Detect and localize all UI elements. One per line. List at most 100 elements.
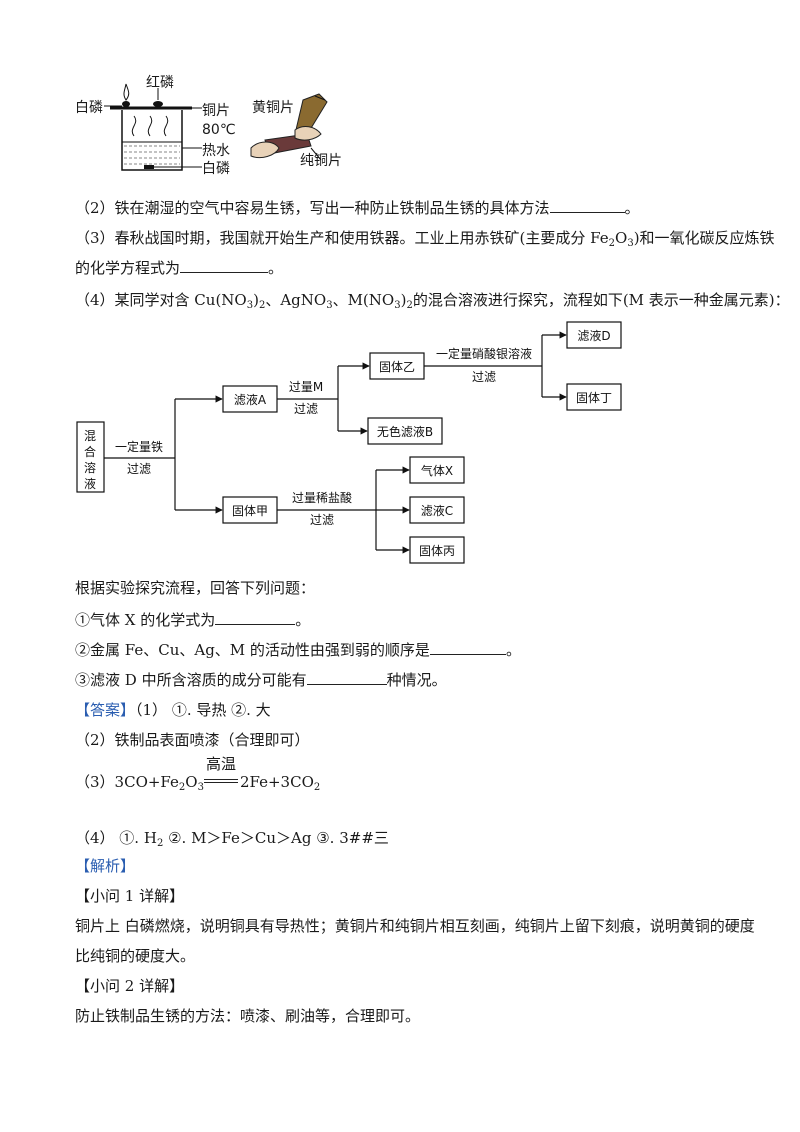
answer-blank-q4-i[interactable] — [215, 610, 296, 625]
q3-end: 。 — [268, 259, 284, 277]
q4-iii-end: 种情况。 — [386, 671, 447, 689]
filtrate-c-label: 滤液C — [421, 503, 453, 518]
scratch-test-figure — [250, 93, 328, 161]
box-solid-bing — [409, 536, 465, 564]
analysis-sub1-line1: 铜片上 白磷燃烧，说明铜具有导热性；黄铜片和纯铜片相互刻画，纯铜片上留下刻痕，说… — [75, 916, 755, 936]
label-white-phosphorus-bottom: 白磷 — [202, 161, 230, 177]
filtrate-d-label: 滤液D — [577, 328, 610, 343]
q4-sub-3b: 3 — [326, 300, 333, 311]
answer-1: （1） ①. 导热 ②. 大 — [135, 701, 271, 719]
step3-reagent: 一定量硝酸银溶液 — [436, 346, 532, 361]
answer-blank-q2[interactable] — [549, 198, 625, 213]
q3-sub-3: 3 — [627, 238, 634, 249]
mix-char-3: 溶 — [84, 460, 96, 475]
gas-x-label: 气体X — [421, 463, 453, 478]
box-gas-x — [409, 456, 465, 484]
equation-right: 2Fe+3CO — [239, 773, 314, 791]
label-red-phosphorus: 红磷 — [146, 75, 174, 91]
q3-text-a: （3）春秋战国时期，我国就开始生产和使用铁器。工业上用赤铁矿(主要成分 Fe — [75, 229, 609, 247]
step2-operation: 过滤 — [294, 402, 318, 416]
analysis-sub1-line2: 比纯铜的硬度大。 — [75, 946, 195, 966]
box-solid-ding — [566, 383, 622, 411]
box-filtrate-c — [409, 496, 465, 524]
answer-tag: 【答案】 — [75, 701, 136, 719]
q3-text-c: )和一氧化碳反应炼铁 — [633, 229, 775, 247]
answer-4-sub: 2 — [156, 838, 164, 849]
q4-i-end: 。 — [295, 611, 311, 629]
q4-intro-e: ) — [400, 291, 407, 309]
filtrate-a-label: 滤液A — [234, 392, 267, 407]
box-mixed-solution — [76, 421, 105, 493]
solid-yi-label: 固体乙 — [379, 360, 415, 374]
q3-sub-2: 2 — [608, 238, 616, 249]
sub2-title: 【小问 2 详解】 — [75, 977, 185, 995]
sub2-line1: 防止铁制品生锈的方法：喷漆、刷油等，合理即可。 — [75, 1007, 421, 1025]
q4-iii-text: ③滤液 D 中所含溶质的成分可能有 — [75, 671, 307, 689]
question-3-line2: 的化学方程式为 。 — [75, 258, 283, 278]
equation-sub-co2: 2 — [313, 782, 321, 793]
question-2-end: 。 — [624, 199, 640, 217]
label-hot-water: 热水 — [202, 143, 230, 159]
step2-reagent: 过量M — [289, 380, 323, 394]
mix-char-4: 液 — [84, 476, 96, 491]
equation-o: O — [185, 773, 198, 791]
analysis-sub2-line1: 防止铁制品生锈的方法：喷漆、刷油等，合理即可。 — [75, 1006, 420, 1026]
equation-sub-o3: 3 — [197, 782, 204, 793]
answer-line-1: 【答案】（1） ①. 导热 ②. 大 — [75, 700, 271, 720]
answer-blank-q3[interactable] — [180, 258, 269, 273]
step4-operation: 过滤 — [310, 513, 334, 527]
step4-reagent: 过量稀盐酸 — [292, 490, 352, 505]
box-filtrate-d — [566, 321, 622, 349]
analysis-sub1-title: 【小问 1 详解】 — [75, 886, 184, 906]
answer-3-prefix: （3） — [75, 773, 115, 791]
sub1-line2: 比纯铜的硬度大。 — [75, 947, 196, 965]
q4-sub-3a: 3 — [246, 300, 254, 311]
q4-sub-2a: 2 — [258, 300, 266, 311]
combustion-apparatus-figure — [104, 83, 202, 171]
step3-operation: 过滤 — [472, 370, 496, 384]
analysis-tag-text: 【解析】 — [75, 857, 136, 875]
mix-char-2: 合 — [84, 444, 96, 459]
label-pure-copper-sheet: 纯铜片 — [300, 153, 342, 169]
label-temperature: 80℃ — [202, 122, 236, 138]
q4-i-text: ①气体 X 的化学式为 — [75, 611, 216, 629]
analysis-sub2-title: 【小问 2 详解】 — [75, 976, 184, 996]
label-copper-sheet: 铜片 — [202, 103, 230, 119]
question-2: （2）铁在潮湿的空气中容易生锈，写出一种防止铁制品生锈的具体方法。 — [75, 198, 640, 218]
question-4-iii: ③滤液 D 中所含溶质的成分可能有 种情况。 — [75, 670, 447, 690]
mix-char-1: 混 — [84, 429, 96, 443]
solid-ding-label: 固体丁 — [576, 391, 612, 405]
label-white-phosphorus-left: 白磷 — [75, 100, 103, 116]
sub1-line1: 铜片上 白磷燃烧，说明铜具有导热性；黄铜片和纯铜片相互刻画，纯铜片上留下刻痕，说… — [75, 917, 755, 935]
question-4-ii: ②金属 Fe、Cu、Ag、M 的活动性由强到弱的顺序是。 — [75, 640, 521, 660]
q4-intro-d: 、M(NO — [332, 291, 395, 309]
answer-line-4: （4） ①. H2 ②. M＞Fe＞Cu＞Ag ③. 3##三 — [75, 828, 389, 854]
answer-blank-q4-iii[interactable] — [306, 670, 387, 685]
sub1-title: 【小问 1 详解】 — [75, 887, 185, 905]
answer-line-2: （2）铁制品表面喷漆（合理即可） — [75, 730, 310, 750]
answer-blank-q4-ii[interactable] — [429, 640, 506, 655]
step1-operation: 过滤 — [127, 462, 151, 476]
q4-ii-text: ②金属 Fe、Cu、Ag、M 的活动性由强到弱的顺序是 — [75, 641, 430, 659]
equation-sub-fe2: 2 — [178, 782, 186, 793]
question-4-intro: （4）某同学对含 Cu(NO3)2、AgNO3、M(NO3)2的混合溶液进行探究… — [75, 290, 790, 316]
experiment-flowchart: 混 合 溶 液 一定量铁 过滤 滤液A 固体甲 过量M 过滤 固体乙 无色滤液B… — [76, 321, 622, 564]
question-3-line1: （3）春秋战国时期，我国就开始生产和使用铁器。工业上用赤铁矿(主要成分 Fe2O… — [75, 228, 775, 254]
q4-sub-3c: 3 — [394, 300, 401, 311]
analysis-tag: 【解析】 — [75, 856, 135, 876]
q4-intro-f: 的混合溶液进行探究，流程如下(M 表示一种金属元素)： — [412, 291, 790, 309]
q3-line2-text: 的化学方程式为 — [75, 259, 181, 277]
answer-4-prefix: （4） ①. H — [75, 829, 157, 847]
equation-condition: 高温 — [205, 755, 236, 773]
filtrate-b-label: 无色滤液B — [377, 424, 433, 439]
equation-condition-arrow: 高温 — [203, 755, 240, 792]
questions-lead-text: 根据实验探究流程，回答下列问题： — [75, 579, 316, 597]
answer-2: （2）铁制品表面喷漆（合理即可） — [75, 731, 310, 749]
equation-left: 3CO+Fe — [114, 773, 179, 791]
q4-intro-b: ) — [253, 291, 259, 309]
label-brass-sheet: 黄铜片 — [252, 100, 294, 116]
q3-text-b: O — [615, 229, 628, 247]
box-filtrate-b — [367, 417, 443, 445]
questions-lead: 根据实验探究流程，回答下列问题： — [75, 578, 315, 598]
